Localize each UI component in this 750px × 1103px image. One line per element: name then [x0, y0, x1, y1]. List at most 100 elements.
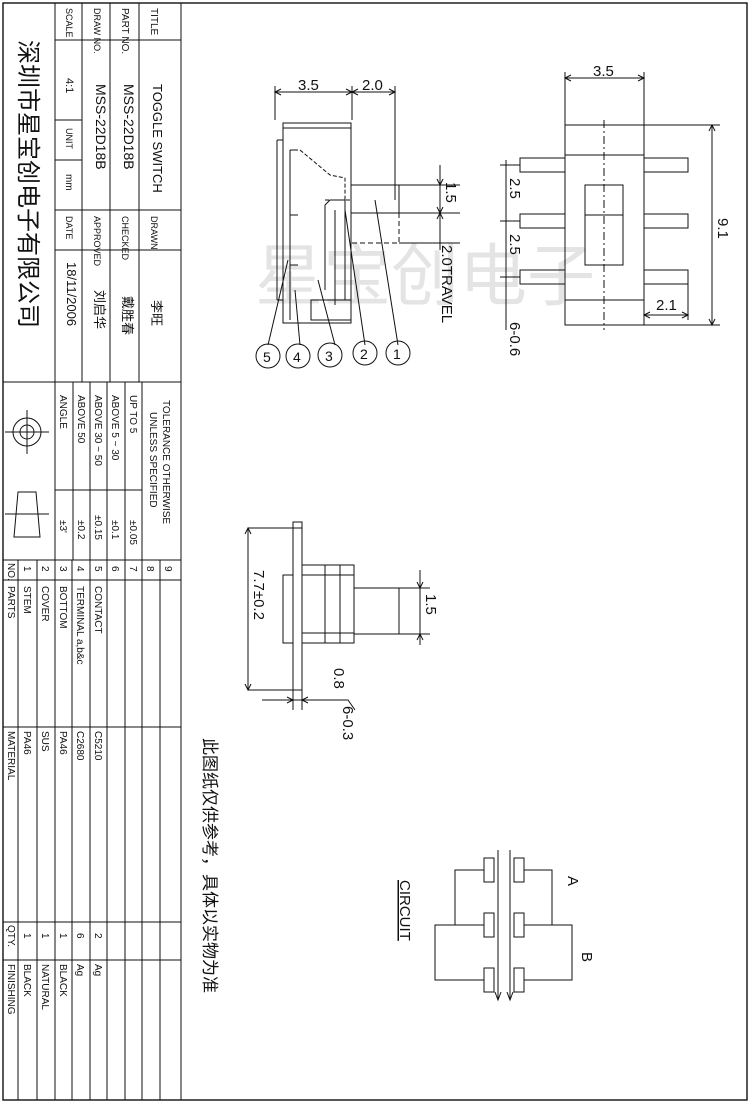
- side-view-labels: 3.5 2.0 1.5 2.0TRAVEL 1 2 3 4 5: [263, 77, 459, 365]
- checked-value: 戴胜春: [120, 296, 135, 335]
- part-3-qty: 1: [57, 933, 68, 939]
- part-2-no: 2: [39, 566, 50, 572]
- date-value: 18/11/2006: [64, 262, 79, 326]
- part-4-finishing: Ag: [74, 964, 85, 976]
- parts-header-no: NO.: [5, 563, 16, 581]
- tolerance-value-4: ±0.2: [75, 520, 86, 540]
- parts-table: NO. PARTS MATERIAL QTY. FINISHING 1 STEM…: [5, 563, 173, 1015]
- top-view-labels: 3.5 9.1 2.5 2.5 6-0.6 2.1: [506, 63, 731, 356]
- circuit-label: CIRCUIT: [396, 880, 413, 941]
- tolerance-table: TOLERANCE OTHERWISE UNLESS SPECIFIED UP …: [57, 395, 171, 545]
- unit-value: mm: [63, 174, 74, 191]
- part-3-material: PA46: [57, 731, 68, 755]
- callout-1: 1: [393, 346, 401, 362]
- part-5-qty: 2: [92, 933, 103, 939]
- part-3-finishing: BLACK: [57, 964, 68, 997]
- callout-5: 5: [263, 349, 271, 365]
- part-3-no: 3: [57, 566, 68, 572]
- part-2-finishing: NATURAL: [39, 964, 50, 1010]
- dim-front-1-5: 1.5: [422, 594, 439, 615]
- tolerance-value-3: ±0.15: [92, 515, 103, 540]
- callout-3: 3: [325, 348, 333, 364]
- unit-label: UNIT: [64, 128, 74, 149]
- part-no-label: PART NO.: [119, 8, 130, 54]
- part-6-no: 6: [109, 566, 120, 572]
- callout-4: 4: [293, 349, 301, 365]
- tolerance-range-4: ABOVE 50: [75, 395, 86, 444]
- checked-label: CHECKED: [120, 216, 130, 261]
- part-4-material: C2680: [74, 731, 85, 761]
- title-block: [2, 2, 182, 1101]
- projection-symbol: [5, 410, 49, 538]
- tolerance-range-2: ABOVE 5 ~ 30: [109, 395, 120, 461]
- draw-no-label: DRAW NO.: [92, 8, 102, 54]
- tolerance-range-3: ABOVE 30 ~ 50: [92, 395, 103, 466]
- parts-header-material: MATERIAL: [5, 731, 16, 781]
- watermark: 星宝创电子: [255, 239, 595, 315]
- dim-side-travel: 2.0TRAVEL: [438, 245, 455, 323]
- approved-value: 刘启华: [92, 290, 107, 329]
- tolerance-value-1: ±0.05: [127, 520, 138, 545]
- tolerance-header-2: UNLESS SPECIFIED: [147, 412, 158, 508]
- tolerance-header-1: TOLERANCE OTHERWISE: [160, 400, 171, 524]
- part-5-material: C5210: [92, 731, 103, 761]
- front-view-drawing: [244, 521, 430, 711]
- front-view-labels: 7.7±0.2 1.5 0.8 6-0.3: [250, 570, 439, 740]
- part-4-no: 4: [74, 566, 85, 572]
- part-5-name: CONTACT: [92, 586, 103, 634]
- dim-front-7-7: 7.7±0.2: [250, 570, 267, 620]
- part-3-name: BOTTOM: [57, 586, 68, 629]
- tolerance-range-5: ANGLE: [57, 395, 68, 429]
- dim-top-2-1: 2.1: [656, 297, 677, 314]
- part-2-qty: 1: [39, 933, 50, 939]
- parts-header-parts: PARTS: [5, 586, 16, 619]
- part-1-no: 1: [21, 566, 32, 572]
- part-9-no: 9: [162, 566, 173, 572]
- part-1-material: PA46: [21, 731, 32, 755]
- tolerance-range-1: UP TO 5: [127, 395, 138, 434]
- dim-front-6-0-3: 6-0.3: [339, 706, 356, 740]
- dim-side-2-0: 2.0: [362, 77, 383, 94]
- dim-side-3-5: 3.5: [298, 77, 319, 94]
- part-2-material: SUS: [39, 731, 50, 752]
- drawn-label: DRAWN: [149, 216, 159, 250]
- circuit-pole-a: A: [564, 876, 581, 886]
- part-7-no: 7: [127, 566, 138, 572]
- part-4-qty: 6: [74, 933, 85, 939]
- approved-label: APPROVED: [92, 216, 102, 267]
- title-block-text: TITLE TOGGLE SWITCH DRAWN 李旺 PART NO. MS…: [14, 8, 165, 335]
- parts-header-finishing: FINISHING: [5, 964, 16, 1015]
- dim-top-2-5-b: 2.5: [506, 234, 523, 255]
- date-label: DATE: [64, 216, 74, 239]
- part-5-finishing: Ag: [92, 964, 103, 976]
- part-5-no: 5: [92, 566, 103, 572]
- part-1-name: STEM: [21, 586, 32, 614]
- tolerance-value-5: ±3': [57, 520, 68, 533]
- circuit-diagram: [434, 850, 573, 1002]
- scale-value: 4:1: [63, 78, 75, 93]
- circuit-labels: CIRCUIT A B: [396, 876, 595, 962]
- dim-top-pin-dia: 6-0.6: [506, 322, 523, 356]
- part-4-name: TERMINAL a,b&c: [74, 586, 85, 665]
- part-no-value: MSS-22D18B: [121, 84, 137, 170]
- circuit-pole-b: B: [578, 952, 595, 962]
- part-1-finishing: BLACK: [21, 964, 32, 997]
- tolerance-value-2: ±0.1: [109, 520, 120, 540]
- dim-top-3-5: 3.5: [593, 63, 614, 80]
- part-2-name: COVER: [39, 586, 50, 622]
- scale-label: SCALE: [64, 8, 74, 38]
- part-8-no: 8: [144, 566, 155, 572]
- dim-top-9-1: 9.1: [714, 218, 731, 239]
- callout-2: 2: [360, 346, 368, 362]
- draw-no-value: MSS-22D18B: [93, 84, 109, 170]
- part-1-qty: 1: [21, 933, 32, 939]
- title-label: TITLE: [148, 8, 159, 36]
- dim-side-1-5: 1.5: [442, 182, 459, 203]
- company-name: 深圳市星宝创电子有限公司: [14, 40, 41, 328]
- dim-front-0-8: 0.8: [330, 668, 347, 689]
- title-value: TOGGLE SWITCH: [150, 84, 165, 193]
- drawn-value: 李旺: [149, 300, 164, 326]
- top-view-drawing: [500, 72, 720, 330]
